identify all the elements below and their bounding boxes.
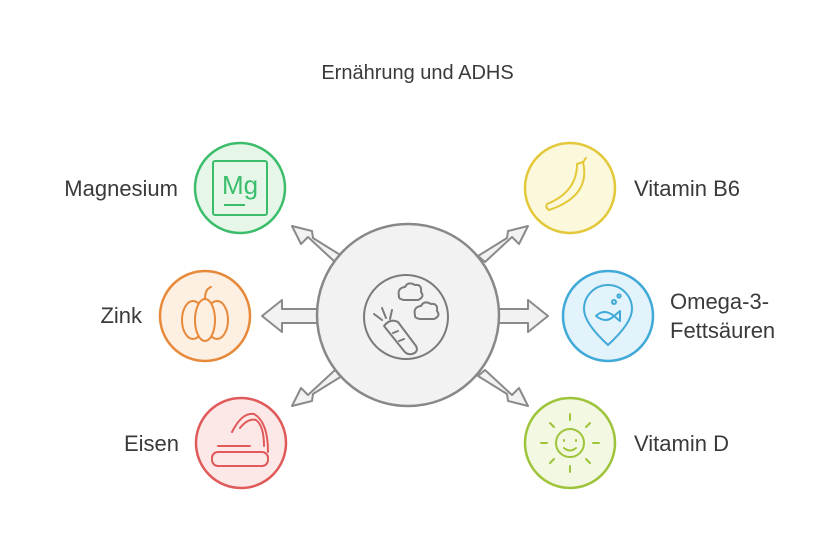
pumpkin-icon	[181, 286, 229, 342]
label-zink: Zink	[100, 303, 142, 328]
spinach-icon	[211, 412, 269, 467]
magnesium-element-icon	[212, 160, 268, 216]
sun-icon	[540, 413, 600, 473]
label-omega-3-line2: Fettsäuren	[670, 318, 776, 343]
fish-icon	[583, 284, 633, 346]
label-omega-3-line1: Omega-3-	[670, 289, 770, 314]
magnesium-symbol: Mg	[221, 170, 259, 200]
node-zink	[158, 269, 252, 363]
node-magnesium	[193, 141, 287, 235]
node-eisen	[194, 396, 288, 490]
arrow-omega-3	[491, 299, 549, 333]
arrow-magnesium	[291, 225, 343, 263]
label-eisen: Eisen	[123, 431, 179, 456]
label-magnesium: Magnesium	[64, 176, 178, 201]
node-vitamin-b6	[523, 141, 617, 235]
label-vitamin-b6: Vitamin B6	[634, 176, 740, 201]
diagram-title: Ernährung und ADHS	[321, 62, 514, 84]
vegetables-icon	[363, 274, 449, 360]
arrow-vitamin-b6	[477, 225, 529, 263]
banana-icon	[545, 157, 587, 211]
arrow-eisen	[291, 369, 343, 407]
node-omega-3	[561, 269, 655, 363]
node-vitamin-d	[523, 396, 617, 490]
arrow-zink	[261, 299, 326, 333]
label-vitamin-d: Vitamin D	[634, 431, 729, 456]
arrow-vitamin-d	[477, 369, 529, 407]
